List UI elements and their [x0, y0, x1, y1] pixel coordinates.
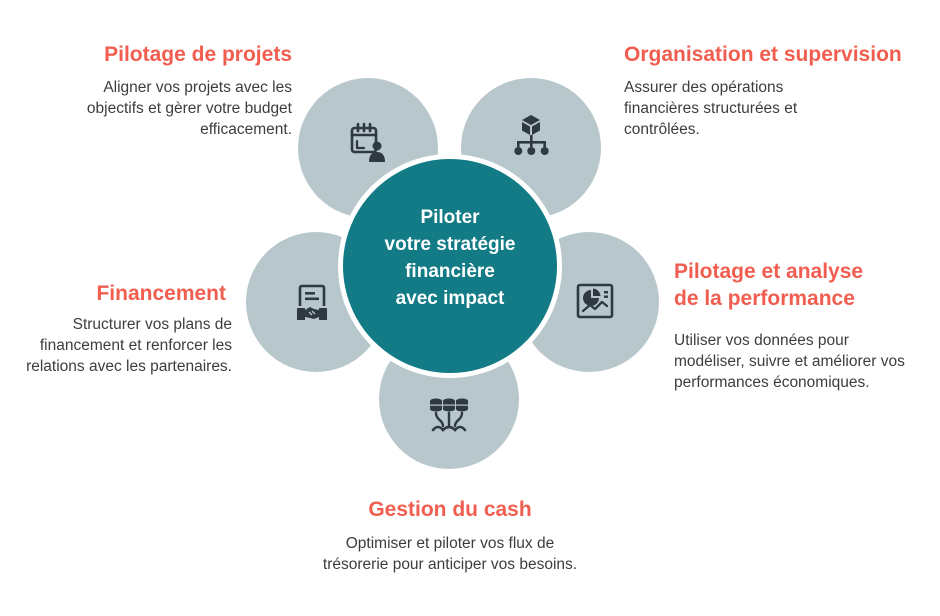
description-line: modéliser, suivre et améliorer vos [674, 353, 905, 370]
description-line: Aligner vos projets avec les [103, 79, 292, 96]
center-label-line: avec impact [395, 288, 505, 309]
description-line: performances économiques. [674, 374, 870, 391]
section-financement: Financement Structurer vos plans de fina… [6, 280, 232, 377]
description-line: financières structurées et [624, 100, 798, 117]
section-description: Assurer des opérations financières struc… [624, 77, 924, 140]
coins-flow-icon [430, 398, 468, 432]
section-description: Optimiser et piloter vos flux de trésore… [290, 533, 610, 575]
section-performance: Pilotage et analyse de la performance Ut… [674, 258, 936, 393]
description-line: relations avec les partenaires. [26, 358, 232, 375]
hierarchy-icon [514, 115, 549, 155]
center-label: Piloter votre stratégie financière avec … [340, 204, 560, 312]
section-organisation: Organisation et supervision Assurer des … [624, 41, 924, 140]
description-line: objectifs et gèrer votre budget [86, 100, 292, 117]
section-description: Structurer vos plans de financement et r… [6, 314, 232, 377]
section-cash: Gestion du cash Optimiser et piloter vos… [290, 496, 610, 575]
calendar-person-icon [350, 122, 385, 162]
section-title: Pilotage de projets [104, 43, 292, 66]
center-label-line: Piloter [420, 207, 480, 228]
description-line: Assurer des opérations [624, 79, 784, 96]
section-description: Utiliser vos données pour modéliser, sui… [674, 330, 936, 393]
section-title-line: Pilotage et analyse [674, 260, 864, 283]
center-circle [343, 159, 557, 373]
section-description: Aligner vos projets avec les objectifs e… [30, 77, 292, 140]
section-title: Gestion du cash [368, 498, 532, 521]
description-line: trésorerie pour anticiper vos besoins. [322, 556, 578, 573]
description-line: Structurer vos plans de [72, 316, 232, 333]
dashboard-chart-icon [576, 283, 614, 319]
description-line: Optimiser et piloter vos flux de [345, 535, 555, 552]
description-line: contrôlées. [624, 121, 700, 138]
description-line: efficacement. [200, 121, 292, 138]
section-title: Financement [96, 282, 226, 305]
center-label-line: votre stratégie [384, 234, 516, 255]
description-line: Utiliser vos données pour [674, 332, 849, 349]
center-label-line: financière [405, 261, 495, 282]
section-projets: Pilotage de projets Aligner vos projets … [30, 41, 292, 140]
section-title-line: de la performance [674, 287, 855, 310]
document-handshake-icon [297, 284, 327, 320]
section-title: Organisation et supervision [624, 43, 902, 66]
description-line: financement et renforcer les [39, 337, 232, 354]
